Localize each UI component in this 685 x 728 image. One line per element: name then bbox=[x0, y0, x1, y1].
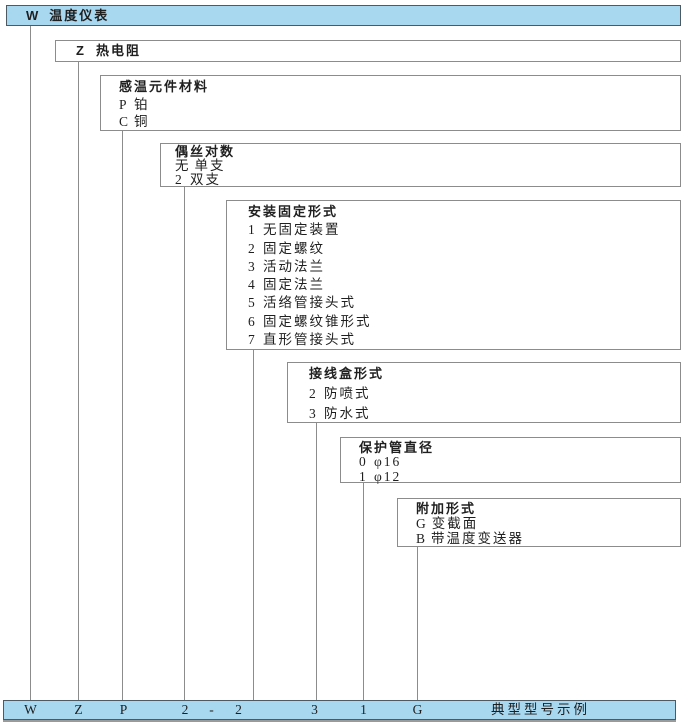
connector-line-pair-count bbox=[184, 187, 185, 700]
option-code: G bbox=[416, 516, 426, 531]
option-row: 1 无固定装置 bbox=[248, 221, 680, 239]
option-row: 0 φ16 bbox=[359, 454, 680, 470]
example-code-dash: - bbox=[209, 702, 214, 717]
box-additional-form: 附加形式 G 变截面 B 带温度变送器 bbox=[397, 498, 681, 547]
option-row: 2 固定螺纹 bbox=[248, 240, 680, 258]
option-row: 5 活络管接头式 bbox=[248, 294, 680, 312]
option-code: 7 bbox=[248, 332, 255, 348]
option-code: Z bbox=[76, 43, 84, 58]
option-label: 固定螺纹锥形式 bbox=[263, 313, 372, 329]
option-row: 2 防喷式 bbox=[309, 384, 680, 404]
connector-line-extra bbox=[417, 547, 418, 700]
box-wire-pair-count: 偶丝对数 无单支 2 双支 bbox=[160, 143, 681, 187]
option-code: 4 bbox=[248, 277, 255, 293]
option-label: 单支 bbox=[194, 158, 226, 173]
option-code: 5 bbox=[248, 295, 255, 311]
connector-line-mounting bbox=[253, 350, 254, 700]
box-title: 附加形式 bbox=[416, 501, 477, 516]
option-label: 防水式 bbox=[324, 406, 371, 421]
option-code: 2 bbox=[248, 240, 255, 256]
example-code: 3 bbox=[311, 702, 318, 717]
option-label: 变截面 bbox=[431, 516, 479, 531]
option-label: 带温度变送器 bbox=[431, 531, 525, 546]
box-protection-tube-diameter: 保护管直径 0 φ16 1 φ12 bbox=[340, 437, 681, 483]
option-code: B bbox=[416, 531, 426, 546]
option-row: 6 固定螺纹锥形式 bbox=[248, 313, 680, 331]
option-code: 3 bbox=[248, 258, 255, 274]
option-label: 固定螺纹 bbox=[263, 240, 325, 256]
connector-line-z bbox=[78, 62, 79, 700]
example-model-bar: W Z P 2 - 2 3 1 G 典型型号示例 bbox=[3, 700, 676, 720]
connector-line-tube bbox=[362, 483, 364, 700]
option-code: 2 bbox=[175, 172, 182, 187]
option-label: 铜 bbox=[134, 114, 150, 129]
connector-line-junction bbox=[316, 423, 317, 700]
option-code: 1 bbox=[248, 222, 255, 238]
option-code: 2 bbox=[309, 386, 316, 401]
option-row: G 变截面 bbox=[416, 516, 680, 531]
option-row: 2 双支 bbox=[175, 173, 680, 187]
option-label: φ12 bbox=[374, 468, 402, 484]
option-code: 3 bbox=[309, 406, 316, 421]
option-row: 4 固定法兰 bbox=[248, 276, 680, 294]
option-row: 3 活动法兰 bbox=[248, 258, 680, 276]
option-row: B 带温度变送器 bbox=[416, 531, 680, 546]
option-code: P bbox=[119, 96, 127, 112]
option-label: 活动法兰 bbox=[263, 258, 325, 274]
example-code: 1 bbox=[360, 702, 367, 717]
box-title: 保护管直径 bbox=[359, 440, 435, 455]
box-title: 接线盒形式 bbox=[309, 366, 385, 381]
option-row: 无单支 bbox=[175, 159, 680, 173]
option-label: φ16 bbox=[374, 454, 402, 470]
option-label: 防喷式 bbox=[324, 386, 371, 401]
option-label: 热电阻 bbox=[96, 43, 142, 58]
option-row: 7 直形管接头式 bbox=[248, 331, 680, 349]
connector-line-p bbox=[122, 131, 123, 700]
example-code: Z bbox=[74, 702, 83, 717]
option-label: 铂 bbox=[134, 96, 150, 112]
option-code: C bbox=[119, 114, 129, 129]
option-label: 无固定装置 bbox=[263, 222, 341, 238]
option-code: 0 bbox=[359, 454, 366, 470]
top-bar-temperature-instrument: W 温度仪表 bbox=[6, 5, 681, 26]
connector-line-w bbox=[29, 26, 31, 700]
option-code: 1 bbox=[359, 468, 366, 484]
option-code: 6 bbox=[248, 313, 255, 329]
example-code: W bbox=[24, 702, 37, 717]
option-row: 1 φ12 bbox=[359, 468, 680, 484]
model-code-label: 温度仪表 bbox=[49, 8, 110, 23]
box-junction-box-type: 接线盒形式 2 防喷式 3 防水式 bbox=[287, 362, 681, 423]
example-code: G bbox=[412, 702, 423, 717]
example-code: P bbox=[119, 702, 128, 717]
example-code: 2 bbox=[235, 702, 242, 717]
example-caption: 典型型号示例 bbox=[491, 702, 590, 717]
box-title: 偶丝对数 bbox=[175, 144, 236, 159]
option-label: 直形管接头式 bbox=[263, 332, 356, 348]
box-title: 感温元件材料 bbox=[119, 79, 210, 94]
option-code: 无 bbox=[175, 158, 189, 173]
option-label: 活络管接头式 bbox=[263, 295, 356, 311]
box-thermal-resistance: Z 热电阻 bbox=[55, 40, 681, 62]
model-code-letter: W bbox=[26, 8, 39, 23]
option-label: 双支 bbox=[190, 172, 221, 187]
option-row: 3 防水式 bbox=[309, 404, 680, 424]
box-title: 安装固定形式 bbox=[248, 204, 339, 219]
option-label: 固定法兰 bbox=[263, 277, 325, 293]
example-code: 2 bbox=[181, 702, 189, 717]
